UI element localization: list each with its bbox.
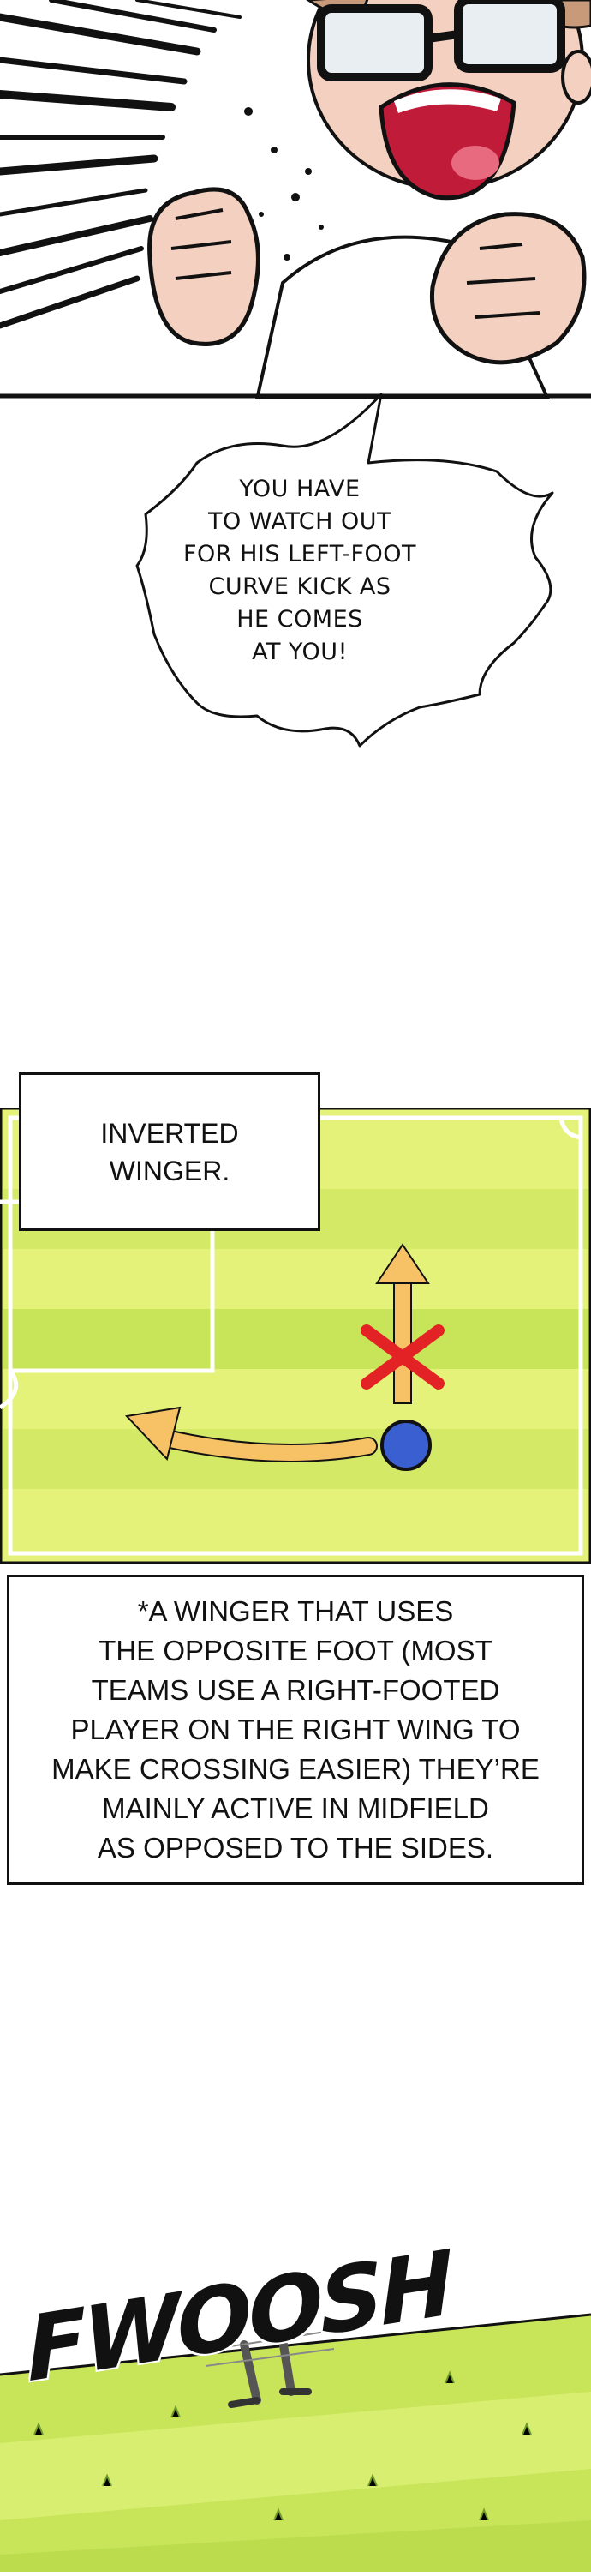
footnote-line: *A WINGER THAT USES: [137, 1595, 454, 1627]
corner-arc: [558, 1117, 582, 1140]
ear: [561, 50, 591, 105]
glasses: [317, 0, 565, 81]
grass-stripe: [0, 2392, 591, 2520]
footnote-line: TEAMS USE A RIGHT-FOOTED: [91, 1674, 500, 1706]
footnote-line: AS OPPOSED TO THE SIDES.: [97, 1832, 494, 1864]
speech-line: FOR HIS LEFT-FOOT: [182, 541, 417, 567]
curved-arrow-left-icon: [124, 1406, 378, 1462]
footnote-line: MAKE CROSSING EASIER) THEY’RE: [51, 1753, 540, 1785]
penalty-arc: [0, 1369, 19, 1410]
footnote-line: PLAYER ON THE RIGHT WING TO: [70, 1714, 521, 1745]
arrow-up-icon: [375, 1243, 430, 1404]
speech-line: AT YOU!: [252, 639, 348, 665]
excited-character-illustration: [0, 0, 591, 399]
footnote-line: THE OPPOSITE FOOT (MOST: [98, 1635, 493, 1666]
teeth: [394, 89, 501, 113]
speech-line: CURVE KICK AS: [208, 573, 391, 600]
speech-line: YOU HAVE: [239, 476, 361, 502]
caption-box: INVERTED WINGER.: [19, 1072, 320, 1231]
grass-field-illustration: [0, 2313, 591, 2572]
left-fist: [147, 187, 260, 346]
grass-stripe: [0, 2520, 591, 2572]
right-fist: [429, 212, 587, 365]
footnote-box: *A WINGER THAT USES THE OPPOSITE FOOT (M…: [7, 1575, 584, 1885]
tongue: [451, 146, 499, 180]
player-dot-icon: [380, 1420, 432, 1471]
speed-lines: [0, 0, 242, 329]
field-stripe: [3, 1309, 588, 1369]
top-panel-excited-character: [0, 0, 591, 399]
speech-bubble-shape: [135, 393, 554, 748]
caption-line: INVERTED: [100, 1117, 239, 1149]
grass-tufts: [33, 2370, 532, 2521]
footnote-line: MAINLY ACTIVE IN MIDFIELD: [102, 1792, 489, 1824]
running-legs: [205, 2331, 335, 2408]
speech-bubble-text: YOU HAVE TO WATCH OUT FOR HIS LEFT-FOOT …: [171, 473, 428, 669]
speech-bubble: [0, 369, 591, 772]
speech-line: HE COMES: [236, 606, 363, 633]
caption-line: WINGER.: [109, 1155, 230, 1186]
speech-line: TO WATCH OUT: [207, 508, 392, 535]
cross-mark-icon: [361, 1324, 445, 1390]
bottom-panel-grass: [0, 2263, 591, 2572]
